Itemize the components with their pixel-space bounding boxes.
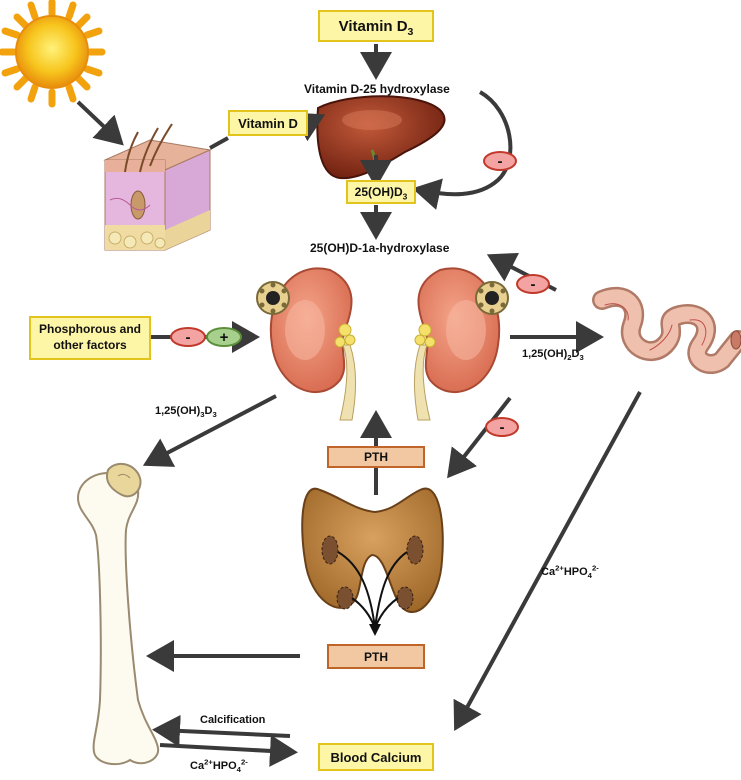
pth-upper-box: PTH (327, 446, 425, 468)
calcification-label: Calcification (200, 714, 266, 726)
stimulate-sign: + (206, 327, 242, 347)
inhibit-sign: - (170, 327, 206, 347)
minus-sign: - (185, 328, 191, 346)
calcitriol-left-label: 1,25(OH)3D3 (155, 405, 217, 420)
flow-arrows (76, 44, 642, 767)
inhibit-sign: - (485, 417, 519, 437)
minus-sign: - (530, 275, 536, 293)
vitamin-d-box: Vitamin D (228, 110, 308, 136)
25oh-d3-box: 25(OH)D3 (346, 180, 416, 204)
inhibit-sign: - (516, 274, 550, 294)
minus-sign: - (497, 152, 503, 170)
vitamin-d3-box: Vitamin D3 (318, 10, 434, 42)
1a-hydroxylase-label: 25(OH)D-1a-hydroxylase (310, 241, 450, 255)
intestine-icon (592, 286, 741, 374)
thyroid-icon (301, 487, 444, 636)
kidney-icon (413, 267, 509, 421)
liver-icon (316, 95, 446, 180)
calcitriol-right-label: 1,25(OH)2D3 (522, 348, 584, 363)
plus-sign: + (219, 328, 229, 346)
phosphorous-box: Phosphorous and other factors (29, 316, 151, 360)
ca-hpo4-left-label: Ca2+HPO42- (190, 757, 248, 775)
bone-icon (76, 462, 160, 766)
pth-lower-box: PTH (327, 644, 425, 669)
inhibit-sign: - (483, 151, 517, 171)
ca-hpo4-right-label: Ca2+HPO42- (541, 563, 599, 581)
kidney-icon (256, 267, 357, 421)
skin-icon (103, 123, 212, 251)
sun-icon (0, 0, 106, 108)
vitamin-d-25-hydroxylase-label: Vitamin D-25 hydroxylase (304, 82, 450, 96)
minus-sign: - (499, 418, 505, 436)
blood-calcium-box: Blood Calcium (318, 743, 434, 771)
